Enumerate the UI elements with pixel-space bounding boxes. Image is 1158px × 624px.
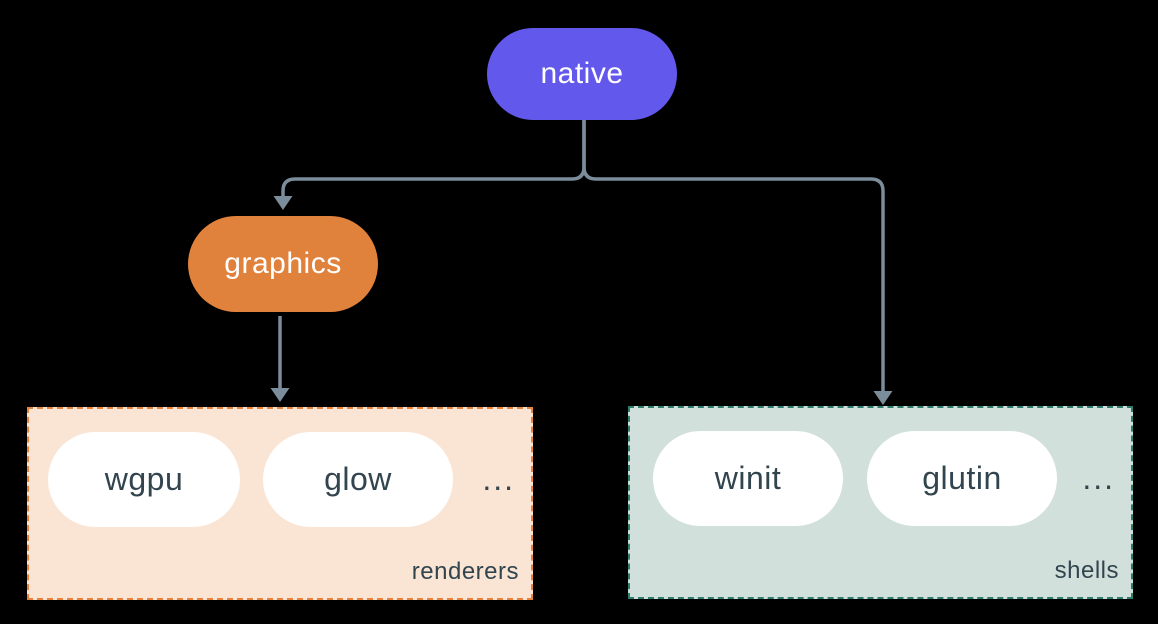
shells-ellipsis: ... bbox=[1082, 460, 1115, 496]
node-wgpu: wgpu bbox=[48, 432, 240, 527]
group-renderers: wgpu glow ... renderers bbox=[27, 407, 533, 600]
arrowhead-into-shells bbox=[873, 391, 893, 405]
node-glutin-label: glutin bbox=[922, 460, 1002, 496]
node-winit-label: winit bbox=[714, 460, 782, 496]
node-winit: winit bbox=[653, 431, 843, 526]
node-wgpu-label: wgpu bbox=[104, 461, 184, 497]
connector-native-to-graphics bbox=[281, 119, 586, 196]
arrowhead-into-renderers bbox=[270, 388, 290, 402]
node-graphics: graphics bbox=[188, 216, 378, 312]
node-graphics-label: graphics bbox=[224, 247, 342, 280]
connector-native-to-shells bbox=[582, 119, 885, 391]
node-glow: glow bbox=[263, 432, 453, 527]
node-glutin: glutin bbox=[867, 431, 1057, 526]
arrowhead-into-graphics bbox=[273, 196, 293, 210]
node-native-label: native bbox=[540, 57, 624, 90]
node-glow-label: glow bbox=[324, 461, 392, 497]
group-shells: winit glutin ... shells bbox=[628, 406, 1133, 599]
shells-group-label: shells bbox=[1054, 557, 1119, 584]
node-native: native bbox=[487, 28, 677, 120]
renderers-ellipsis: ... bbox=[482, 461, 515, 497]
renderers-group-label: renderers bbox=[411, 558, 519, 585]
